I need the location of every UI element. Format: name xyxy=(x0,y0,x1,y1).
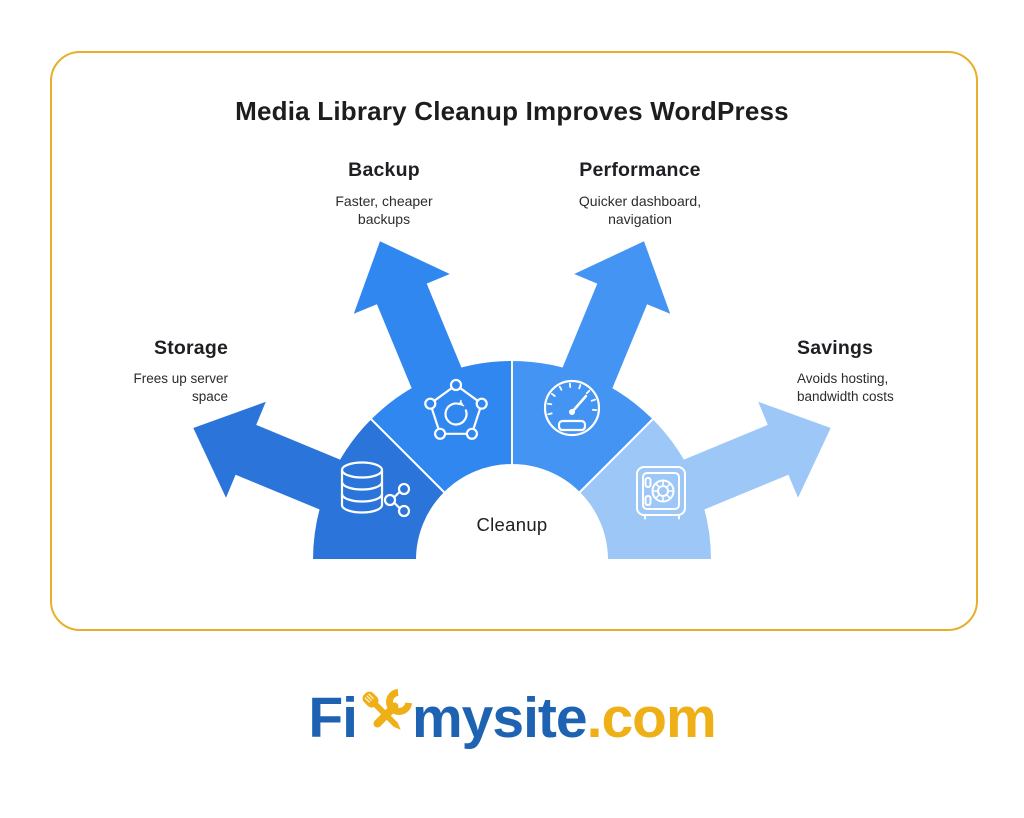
storage-desc-line1: Frees up server xyxy=(133,371,228,386)
arrow-savings xyxy=(663,401,831,518)
savings-desc-line2: bandwidth costs xyxy=(797,388,894,404)
performance-heading: Performance xyxy=(579,159,701,181)
arrow-storage xyxy=(193,401,361,518)
segment-backup xyxy=(369,358,513,495)
segment-savings xyxy=(577,417,714,561)
brand-logo: Fi mysite .com xyxy=(0,678,1024,758)
storage-heading: Storage xyxy=(153,337,228,359)
storage-desc-line2: space xyxy=(191,388,228,404)
center-label-cleanup: Cleanup xyxy=(476,514,548,535)
backup-desc-line1: Faster, cheaper xyxy=(335,193,433,209)
performance-desc-line2: navigation xyxy=(608,211,672,228)
label-block-backup: Backup Faster, cheaper backups xyxy=(282,159,486,229)
savings-heading: Savings xyxy=(797,337,874,359)
logo-middle: mysite xyxy=(412,686,588,750)
speedometer-icon xyxy=(543,379,601,437)
segment-performance xyxy=(511,358,655,495)
logo-prefix: Fi xyxy=(308,686,358,750)
backup-sync-icon xyxy=(424,378,488,440)
safe-icon xyxy=(636,466,686,520)
infographic-card xyxy=(50,51,978,631)
performance-desc-line1: Quicker dashboard, xyxy=(578,193,702,209)
logo-suffix: .com xyxy=(586,686,717,750)
savings-desc-line1: Avoids hosting, xyxy=(797,371,889,386)
arrow-performance xyxy=(554,241,671,409)
wrench-screwdriver-icon xyxy=(362,688,413,730)
segment-storage xyxy=(310,417,447,561)
page-title: Media Library Cleanup Improves WordPress xyxy=(235,96,789,126)
label-block-storage: Storage Frees up server space xyxy=(58,337,228,406)
label-block-performance: Performance Quicker dashboard, navigatio… xyxy=(532,159,748,229)
backup-desc-line2: backups xyxy=(357,211,411,228)
label-block-savings: Savings Avoids hosting, bandwidth costs xyxy=(797,337,977,406)
arrow-backup xyxy=(353,241,470,409)
database-icon xyxy=(340,461,411,518)
backup-heading: Backup xyxy=(348,159,420,181)
